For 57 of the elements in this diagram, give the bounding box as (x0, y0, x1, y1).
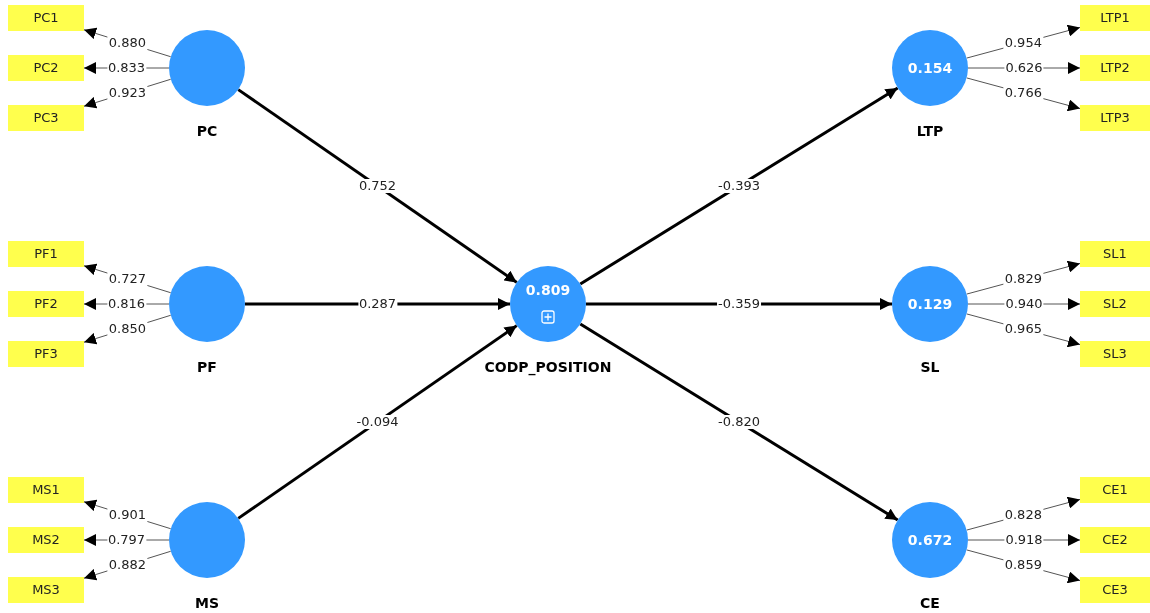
edge-label: 0.752 (357, 179, 398, 193)
arrow (237, 88, 518, 284)
indicator-box: CE2 (1080, 527, 1150, 553)
construct-name: PF (197, 359, 217, 375)
r-squared-value: 0.809 (524, 282, 572, 298)
construct-name: CE (920, 595, 940, 611)
edge-label: 0.833 (106, 61, 147, 75)
indicator-box: SL2 (1080, 291, 1150, 317)
indicator-box: SL3 (1080, 341, 1150, 367)
indicator-box: PF1 (8, 241, 84, 267)
indicator-box: LTP1 (1080, 5, 1150, 31)
r-squared-value: 0.129 (906, 296, 954, 312)
edge-label: 0.940 (1004, 297, 1044, 311)
edge-label: 0.816 (106, 297, 147, 311)
indicator-box: MS3 (8, 577, 84, 603)
edge-label: 0.797 (106, 533, 147, 547)
edge-label: 0.829 (1003, 271, 1043, 286)
indicator-box: PC2 (8, 55, 84, 81)
indicator-box: PC1 (8, 5, 84, 31)
edge-label: 0.626 (1004, 61, 1044, 75)
edge-label: -0.094 (355, 415, 400, 429)
edge-label: 0.828 (1003, 507, 1043, 522)
arrow (237, 324, 518, 520)
edge-label: -0.820 (717, 415, 761, 429)
indicator-box: PF3 (8, 341, 84, 367)
indicator-box: LTP3 (1080, 105, 1150, 131)
r-squared-value: 0.154 (906, 60, 954, 76)
edge-label: 0.850 (107, 321, 147, 336)
edge-label: 0.287 (357, 297, 398, 311)
edge-label: 0.882 (107, 557, 147, 572)
r-squared-value: 0.672 (906, 532, 954, 548)
indicator-box: CE3 (1080, 577, 1150, 603)
construct-name: SL (920, 359, 940, 375)
indicator-box: SL1 (1080, 241, 1150, 267)
construct-name: MS (195, 595, 219, 611)
indicator-box: PF2 (8, 291, 84, 317)
indicator-box: PC3 (8, 105, 84, 131)
edge-label: 0.954 (1003, 35, 1043, 50)
construct-name: PC (196, 123, 218, 139)
arrow (579, 86, 899, 286)
edge-label: 0.880 (107, 36, 147, 51)
indicator-box: MS1 (8, 477, 84, 503)
edge-label: 0.901 (107, 508, 147, 523)
edge-label: 0.859 (1003, 558, 1043, 573)
edge-label: 0.918 (1004, 533, 1044, 547)
construct-name: CODP_POSITION (484, 359, 612, 375)
construct-name: LTP (916, 123, 944, 139)
indicator-box: LTP2 (1080, 55, 1150, 81)
edge-label: 0.965 (1003, 322, 1043, 337)
indicator-box: MS2 (8, 527, 84, 553)
edge-label: 0.727 (107, 272, 147, 287)
edge-label: -0.393 (717, 179, 761, 193)
arrow (579, 322, 899, 522)
edge-label: 0.766 (1003, 86, 1043, 101)
edge-label: 0.923 (107, 85, 147, 100)
indicator-box: CE1 (1080, 477, 1150, 503)
edge-label: -0.359 (717, 297, 761, 311)
